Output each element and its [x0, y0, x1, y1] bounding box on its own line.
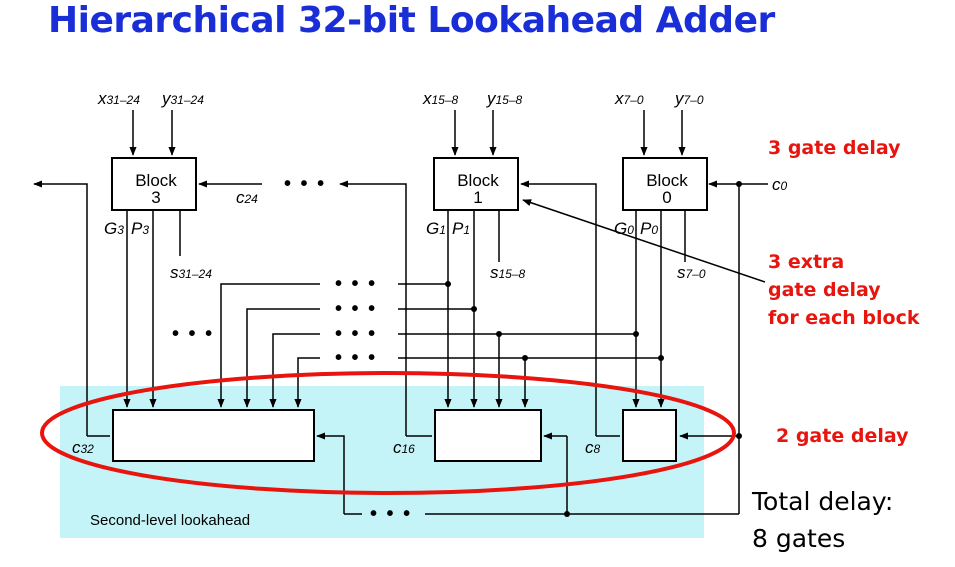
label-s-31-24: s31–24 — [170, 263, 212, 282]
annotation-extra-line2: gate delay — [768, 279, 881, 301]
label-p0: P0 — [640, 219, 658, 238]
block-3-wires — [123, 210, 181, 408]
annotation-3-gate-delay: 3 gate delay — [768, 137, 901, 159]
annotation-pointer — [522, 199, 766, 283]
block-3 — [111, 157, 197, 211]
block-1-label: Block — [457, 171, 499, 190]
carry-wires — [33, 180, 620, 517]
label-g3: G3 — [104, 219, 124, 238]
label-x-31-24: x31–24 — [97, 89, 140, 108]
carry-in-wires — [425, 180, 768, 515]
block-1 — [433, 157, 519, 211]
label-c0: c0 — [772, 175, 788, 194]
second-level-box-32 — [112, 409, 315, 462]
label-g0: G0 — [614, 219, 634, 238]
block-0-wires — [632, 210, 686, 408]
label-x-15-8: x15–8 — [422, 89, 459, 108]
label-g1: G1 — [426, 219, 446, 238]
ellipsis-row4: • • • — [335, 347, 377, 369]
label-y-7-0: y7–0 — [674, 89, 704, 108]
annotation-2-gate-delay: 2 gate delay — [776, 425, 909, 447]
page-title: Hierarchical 32-bit Lookahead Adder — [48, 0, 775, 41]
bus-lines — [217, 281, 664, 408]
label-c16: c16 — [393, 438, 415, 457]
block-1-index: 1 — [473, 188, 482, 207]
ellipsis-row2: • • • — [335, 298, 377, 320]
label-p3: P3 — [131, 219, 149, 238]
block-3-index: 3 — [151, 188, 160, 207]
block-0-index: 0 — [662, 188, 671, 207]
input-arrows — [129, 110, 686, 156]
annotation-extra-line3: for each block — [768, 307, 920, 329]
block-0 — [622, 157, 708, 211]
label-s-7-0: s7–0 — [677, 263, 706, 282]
highlight-ellipse — [40, 371, 736, 495]
label-x-7-0: x7–0 — [614, 89, 644, 108]
ellipsis-bottom: • • • — [370, 503, 412, 525]
block-0-label: Block — [646, 171, 688, 190]
ellipsis-left: • • • — [172, 323, 214, 345]
label-c32: c32 — [72, 438, 94, 457]
ellipsis-row1: • • • — [335, 273, 377, 295]
total-delay-line1: Total delay: — [751, 487, 893, 516]
total-delay-line2: 8 gates — [752, 524, 845, 553]
label-y-31-24: y31–24 — [161, 89, 204, 108]
block-3-label: Block — [135, 171, 177, 190]
second-level-box-8 — [622, 409, 677, 462]
label-s-15-8: s15–8 — [490, 263, 526, 282]
ellipsis-top: • • • — [284, 173, 326, 195]
annotation-extra-line1: 3 extra — [768, 251, 844, 273]
label-y-15-8: y15–8 — [486, 89, 523, 108]
ellipsis-row3: • • • — [335, 323, 377, 345]
label-c8: c8 — [585, 438, 601, 457]
label-p1: P1 — [452, 219, 470, 238]
second-level-box-16 — [434, 409, 542, 462]
label-c24: c24 — [236, 188, 258, 207]
second-level-caption: Second-level lookahead — [90, 512, 250, 529]
